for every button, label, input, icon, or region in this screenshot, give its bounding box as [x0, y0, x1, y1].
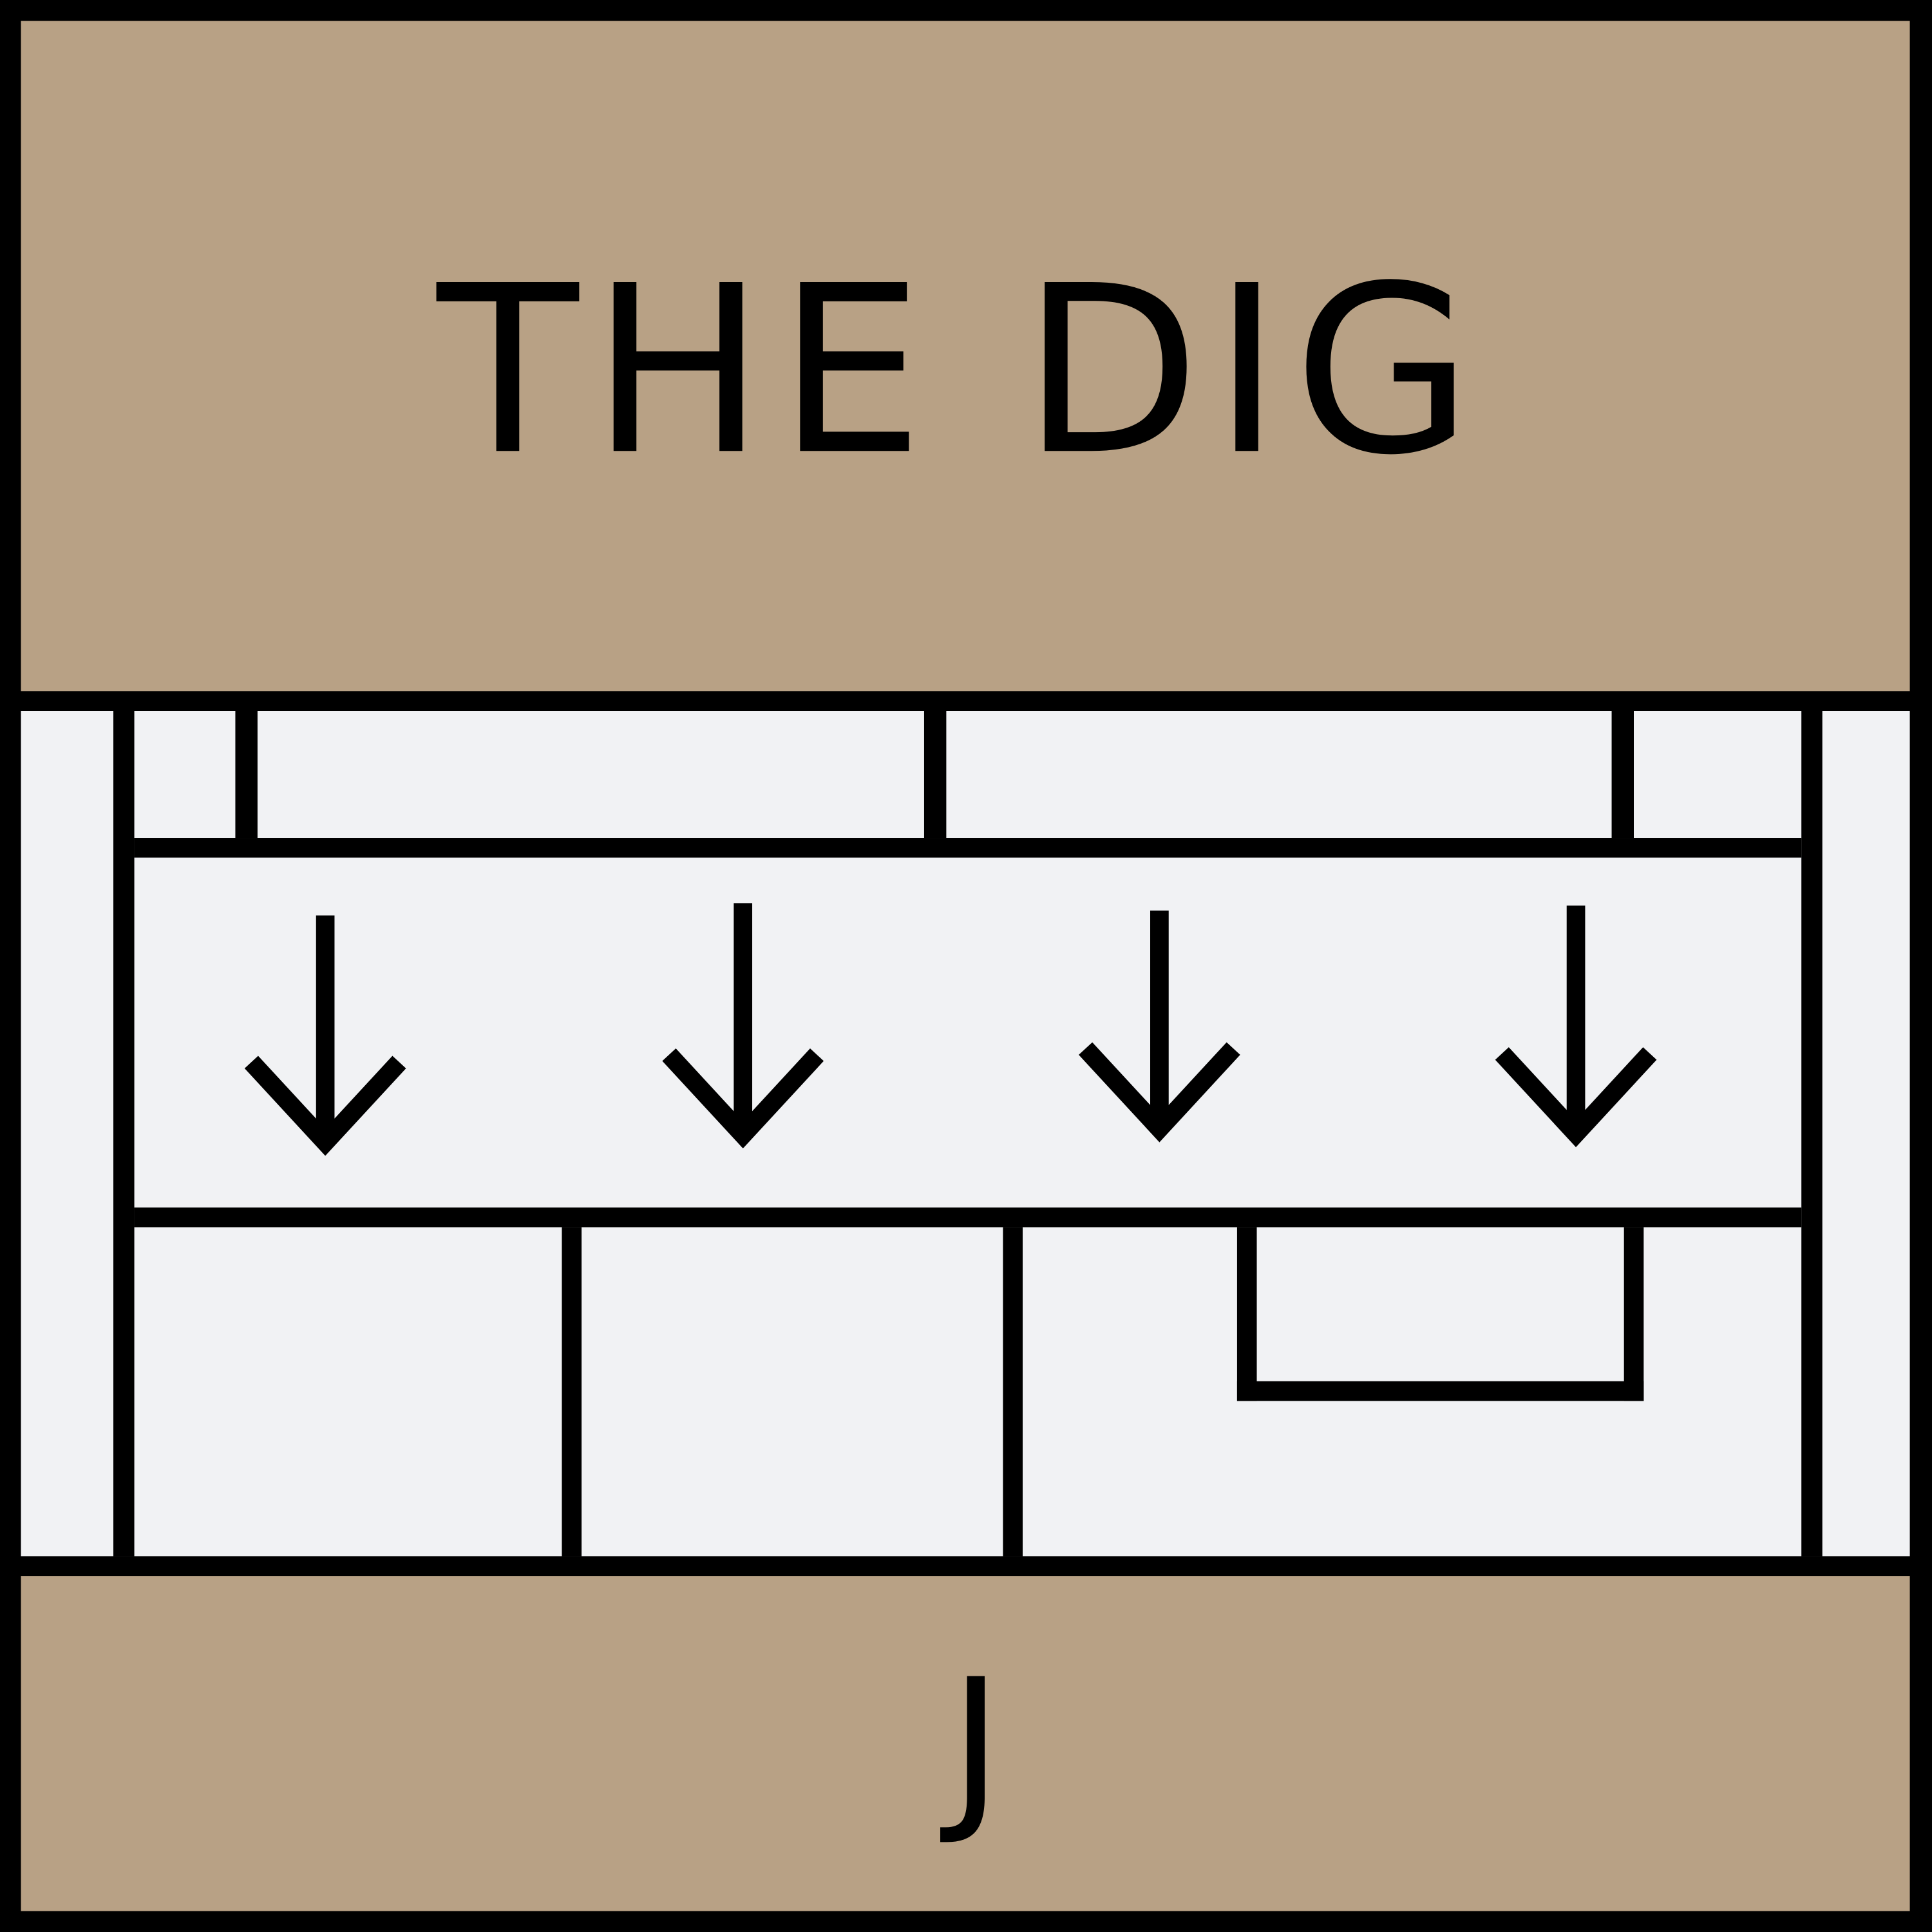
footer-band: [21, 1576, 1910, 1911]
arrows: [244, 903, 1657, 1156]
left-post: [113, 710, 135, 1557]
divider-bottom: [21, 1556, 1910, 1577]
top-beam: [134, 838, 1802, 858]
right-post: [1801, 710, 1823, 1557]
top-divider-3: [1611, 710, 1634, 838]
down-arrow-icon: [244, 915, 406, 1156]
divider-top: [21, 691, 1910, 711]
header-band: [21, 21, 1910, 692]
bottom-divider-1: [562, 1227, 582, 1557]
top-divider-1: [235, 710, 258, 838]
diagram-lines: [113, 710, 1823, 1557]
bottom-divider-2: [1003, 1227, 1023, 1557]
middle-beam: [134, 1208, 1802, 1227]
down-arrow-icon: [1495, 905, 1657, 1148]
pit-left-wall: [1236, 1227, 1257, 1401]
pit-right-wall: [1624, 1227, 1644, 1401]
down-arrow-icon: [662, 903, 824, 1149]
top-divider-2: [923, 710, 947, 838]
pit-floor: [1236, 1381, 1644, 1401]
poster-title: THE DIG: [433, 236, 1485, 506]
down-arrow-icon: [1079, 910, 1240, 1142]
footer-letter: J: [938, 1641, 1002, 1849]
